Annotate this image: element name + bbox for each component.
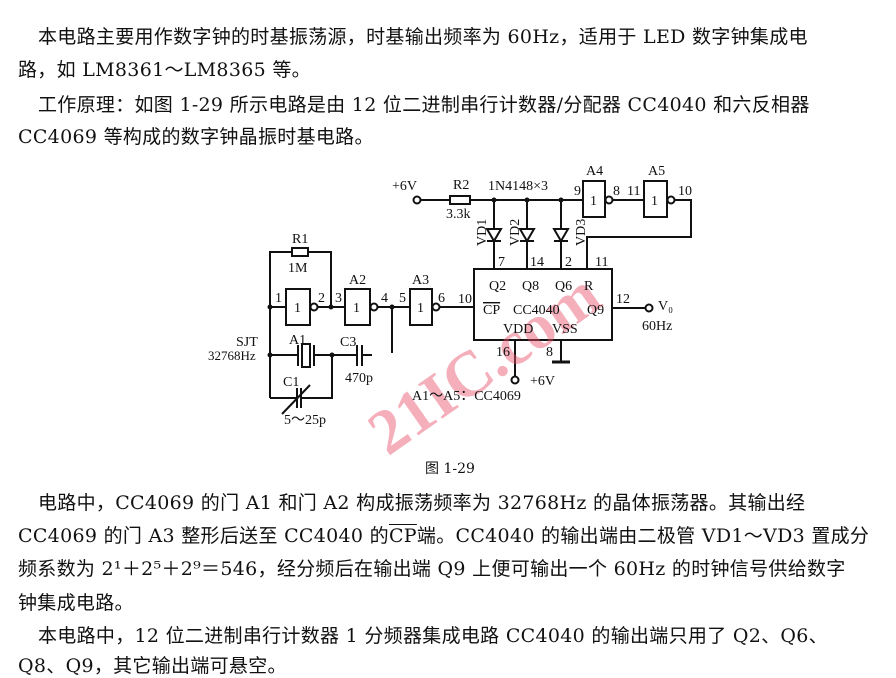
ic-pin-cp: CP [483,303,500,318]
body-line: CC4069 的门 A3 整形后送至 CC4040 的CP端。CC4040 的输… [18,521,869,548]
pin-label: 9 [574,184,581,199]
intro-line: 路，如 LM8361～LM8365 等。 [18,59,311,81]
r1-label: R1 [292,232,308,247]
gate-symbol: 1 [294,301,301,316]
pin-label: 10 [678,184,692,199]
intro-line: 工作原理：如图 1-29 所示电路是由 12 位二进制串行计数器/分配器 CC4… [38,94,810,116]
ic-pin-r: R [584,279,594,294]
gate-symbol: 1 [417,301,424,316]
pin-label: 14 [530,255,544,270]
pin-label: 5 [399,291,406,306]
body-text: CC4069 的门 A3 整形后送至 CC4040 的 [18,525,389,547]
gate-symbol: 1 [651,194,658,209]
body-line: 频系数为 2¹＋2⁵＋2⁹＝546，经分频后在输出端 Q9 上便可输出一个 60… [18,558,846,580]
body-text: 端。CC4040 的输出端由二极管 VD1～VD3 置成分 [416,525,870,547]
body-line: Q8、Q9，其它输出端可悬空。 [18,655,287,677]
crystal-frequency: 32768Hz [208,348,256,363]
pin-label: 6 [438,291,445,306]
cp-overline: CP [388,525,417,547]
body-line: 钟集成电路。 [18,592,134,614]
c1-value: 5～25p [284,413,326,428]
pin-label: 8 [546,345,553,360]
pin-label: 10 [458,292,472,307]
body-line: 电路中，CC4069 的门 A1 和门 A2 构成振荡频率为 32768Hz 的… [38,492,806,514]
ic-pin-q8: Q8 [522,279,539,294]
supply-label: +6V [392,179,417,194]
pin-label: 8 [613,184,620,199]
pin-label: 2 [318,291,325,306]
ic-pin-vdd: VDD [503,322,533,337]
pin-label: 4 [381,291,388,306]
pin-label: 11 [627,184,640,199]
ic-pin-vss: VSS [552,322,578,337]
a2-label: A2 [349,273,366,288]
gate-note: A1～A5：CC4069 [412,389,521,404]
diodes-label: 1N4148×3 [488,179,548,194]
a1-label: A1 [289,333,306,348]
pin-label: 11 [595,255,608,270]
r2-label: R2 [453,178,469,193]
pin-label: 12 [616,292,630,307]
a5-label: A5 [648,164,665,179]
pin-label: 3 [335,291,342,306]
pin-label: 2 [565,255,572,270]
pin-label: 16 [496,345,510,360]
gate-symbol: 1 [590,194,597,209]
crystal-label: SJT [236,335,258,350]
vd1-label: VD1 [475,219,490,246]
body-line: 本电路中，12 位二进制串行计数器 1 分频器集成电路 CC4040 的输出端只… [38,625,828,647]
c3-value: 470p [345,371,373,386]
output-frequency: 60Hz [642,319,672,334]
intro-line: 本电路主要用作数字钟的时基振荡源，时基输出频率为 60Hz，适用于 LED 数字… [38,26,808,48]
ic-name: CC4040 [513,303,560,318]
r1-value: 1M [288,261,308,276]
ic-pin-q6: Q6 [555,279,572,294]
c1-label: C1 [283,375,299,390]
a4-label: A4 [586,164,603,179]
r2-value: 3.3k [446,207,471,222]
ic-pin-q9: Q9 [587,303,604,318]
intro-line: CC4069 等构成的数字钟晶振时基电路。 [18,126,374,148]
pin-label: 7 [498,255,505,270]
c3-label: C3 [340,335,356,350]
vd3-label: VD3 [574,219,589,246]
output-label: V₀ [658,299,673,314]
gate-symbol: 1 [353,301,360,316]
supply-label: +6V [530,374,555,389]
vd2-label: VD2 [508,219,523,246]
pin-label: 1 [275,291,282,306]
a3-label: A3 [412,273,429,288]
figure-caption: 图 1-29 [425,461,475,477]
ic-pin-q2: Q2 [489,279,506,294]
